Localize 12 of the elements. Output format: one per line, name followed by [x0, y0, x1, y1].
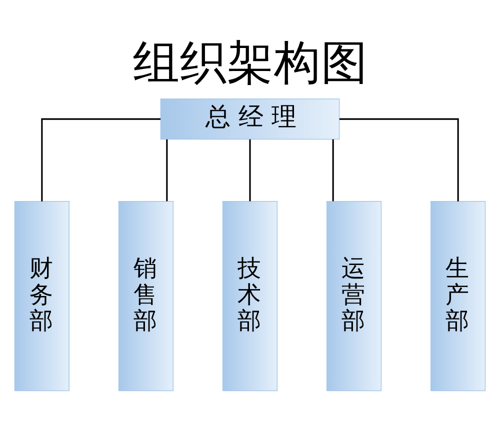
diagram-title: 组织架构图 — [132, 35, 368, 90]
connector — [41, 118, 161, 201]
node-box: 技术部 — [222, 200, 278, 391]
node-box: 财务部 — [14, 200, 70, 391]
connector — [166, 138, 168, 201]
node-box: 生产部 — [430, 200, 486, 391]
connector — [332, 138, 334, 201]
node-box: 销售部 — [118, 200, 174, 391]
connector — [249, 138, 251, 201]
connector — [339, 118, 459, 201]
node-box: 总 经 理 — [160, 98, 340, 140]
node-box: 运营部 — [326, 200, 382, 391]
